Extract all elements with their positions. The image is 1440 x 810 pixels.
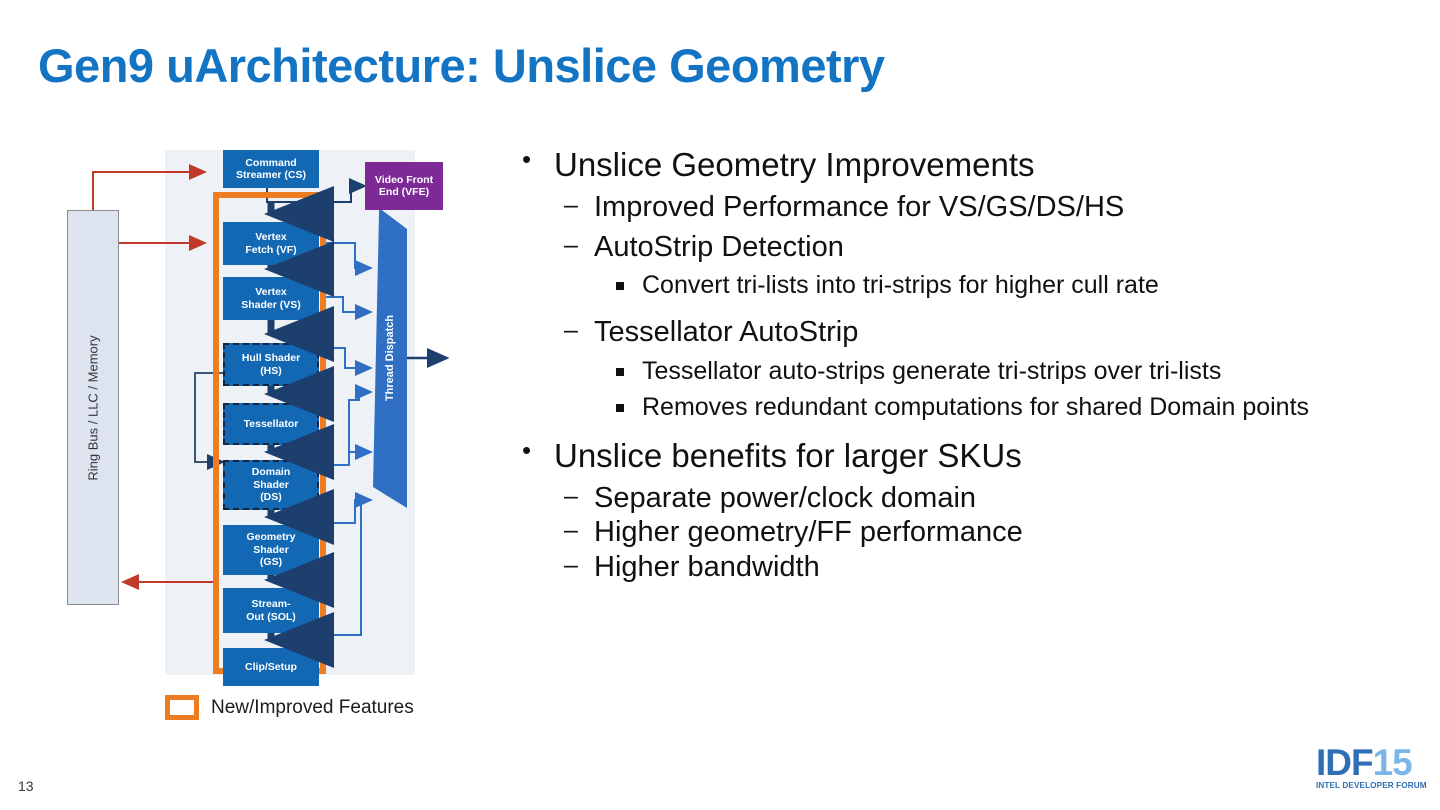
block-label-line1: Command [245,156,297,169]
idf-logo-wordmark: IDF15 [1316,744,1428,781]
block-tessellator: Tessellator [223,403,319,445]
bullet-level2: Higher bandwidth [512,552,1402,583]
block-label-line2: Streamer (CS) [235,169,307,181]
block-vertex-fetch: Vertex Fetch (VF) [223,222,319,265]
block-label-line1: Hull Shader [241,352,301,365]
thread-dispatch-label: Thread Dispatch [384,314,396,402]
block-label-line1: Domain [251,466,291,479]
block-label-line2: Shader [253,478,289,491]
vfe-label-line2: End (VFE) [378,186,430,198]
block-label-line1: Vertex [255,231,287,244]
block-label-line1: Tessellator [243,417,299,430]
bullet-content: Unslice Geometry Improvements Improved P… [512,146,1402,592]
block-label-line2: Out (SOL) [246,610,296,623]
bullet-level2: Separate power/clock domain [512,482,1402,514]
block-label-line2: (HS) [260,364,282,377]
block-command-streamer: Command Streamer (CS) [223,150,319,188]
block-label-line3: (GS) [259,556,283,569]
block-clip-setup: Clip/Setup [223,648,319,686]
block-label-line1: Clip/Setup [245,660,297,673]
block-label-line1: Stream- [251,598,291,611]
vfe-label-line1: Video Front [374,173,434,186]
bullet-level2: Higher geometry/FF performance [512,517,1402,548]
block-label-line2: Shader [253,543,289,556]
ring-bus-block: Ring Bus / LLC / Memory [67,210,119,605]
block-domain-shader: Domain Shader (DS) [223,460,319,510]
page-number: 13 [18,778,34,794]
block-stream-out: Stream- Out (SOL) [223,588,319,633]
bullet-level1: Unslice benefits for larger SKUs [512,437,1402,474]
bullet-level2: AutoStrip Detection [512,231,1402,263]
block-video-front-end: Video Front End (VFE) [365,162,443,210]
block-label-line1: Geometry [246,531,296,544]
unslice-geometry-diagram: Ring Bus / LLC / Memory [55,140,495,760]
bullet-level1: Unslice Geometry Improvements [512,146,1402,183]
page-title: Gen9 uArchitecture: Unslice Geometry [38,39,885,92]
bullet-level3: Removes redundant computations for share… [512,393,1402,423]
block-hull-shader: Hull Shader (HS) [223,343,319,386]
idf-logo-tagline: INTEL DEVELOPER FORUM [1316,781,1427,791]
diagram-legend: New/Improved Features [165,695,414,720]
bullet-level3: Convert tri-lists into tri-strips for hi… [512,271,1402,301]
idf-logo-year-text: 15 [1372,742,1413,783]
legend-swatch-new-improved [165,695,199,720]
block-label-line2: Shader (VS) [241,298,301,311]
block-label-line3: (DS) [260,491,282,504]
thread-dispatch-block: Thread Dispatch [373,208,407,508]
block-geometry-shader: Geometry Shader (GS) [223,525,319,575]
idf-logo-idf-text: IDF [1316,742,1374,783]
legend-label: New/Improved Features [211,696,414,718]
idf-logo: IDF15 INTEL DEVELOPER FORUM [1316,744,1428,791]
block-label-line2: Fetch (VF) [245,243,297,256]
bullet-level2: Improved Performance for VS/GS/DS/HS [512,192,1402,223]
block-vertex-shader: Vertex Shader (VS) [223,277,319,320]
bullet-level2: Tessellator AutoStrip [512,317,1402,348]
block-label-line1: Vertex [255,286,287,299]
bullet-level3: Tessellator auto-strips generate tri-str… [512,357,1402,387]
